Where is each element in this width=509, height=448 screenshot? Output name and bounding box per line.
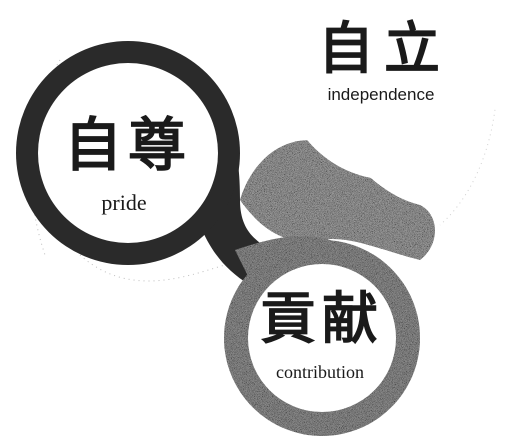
paper-texture (0, 0, 509, 444)
pride-independence-contribution-diagram: 自尊 pride 自立 independence 貢献 contribution (0, 0, 509, 444)
diagram-stage: 自尊 pride 自立 independence 貢献 contribution (0, 0, 509, 444)
